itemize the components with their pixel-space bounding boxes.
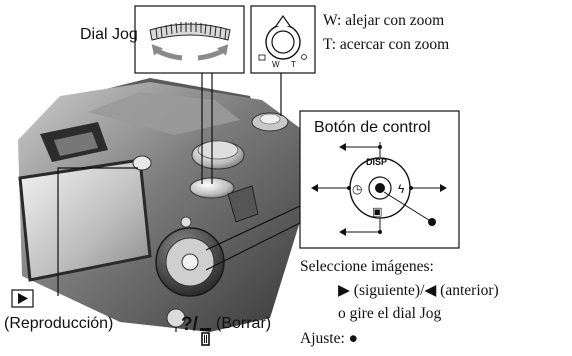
zoom-lever-inset: W T bbox=[250, 5, 316, 74]
zoom-w-label: W: alejar con zoom bbox=[323, 12, 445, 29]
playback-icon bbox=[11, 289, 34, 308]
or-dial-label: o gire el dial Jog bbox=[338, 305, 442, 322]
set-label: Ajuste: ● bbox=[300, 330, 359, 347]
zoom-t-label: T: acercar con zoom bbox=[323, 36, 450, 53]
svg-text:▣: ▣ bbox=[372, 206, 382, 218]
svg-text:◷: ◷ bbox=[352, 182, 363, 196]
delete-symbol: ?/ bbox=[181, 314, 198, 335]
playback-button bbox=[132, 155, 152, 171]
disp-mark: DISP bbox=[366, 157, 387, 167]
leader-lines bbox=[57, 73, 301, 332]
control-button-label: Botón de control bbox=[314, 119, 431, 136]
dial-jog-inset bbox=[134, 5, 245, 74]
svg-text:ϟ: ϟ bbox=[398, 182, 405, 196]
playback-label: (Reproducción) bbox=[4, 315, 114, 332]
trash-icon bbox=[200, 328, 211, 346]
next-prev-label: ▶ (siguiente)/◀ (anterior) bbox=[338, 282, 499, 299]
zoom-w-mark: W bbox=[272, 60, 280, 69]
zoom-t-mark: T bbox=[291, 60, 296, 69]
control-button-inset: DISP ◷ ϟ ▣ bbox=[299, 110, 460, 249]
dial-jog-label: Dial Jog bbox=[80, 26, 138, 43]
lcd-screen bbox=[18, 158, 152, 282]
select-images-label: Seleccione imágenes: bbox=[300, 258, 434, 275]
delete-label: (Borrar) bbox=[216, 315, 272, 332]
